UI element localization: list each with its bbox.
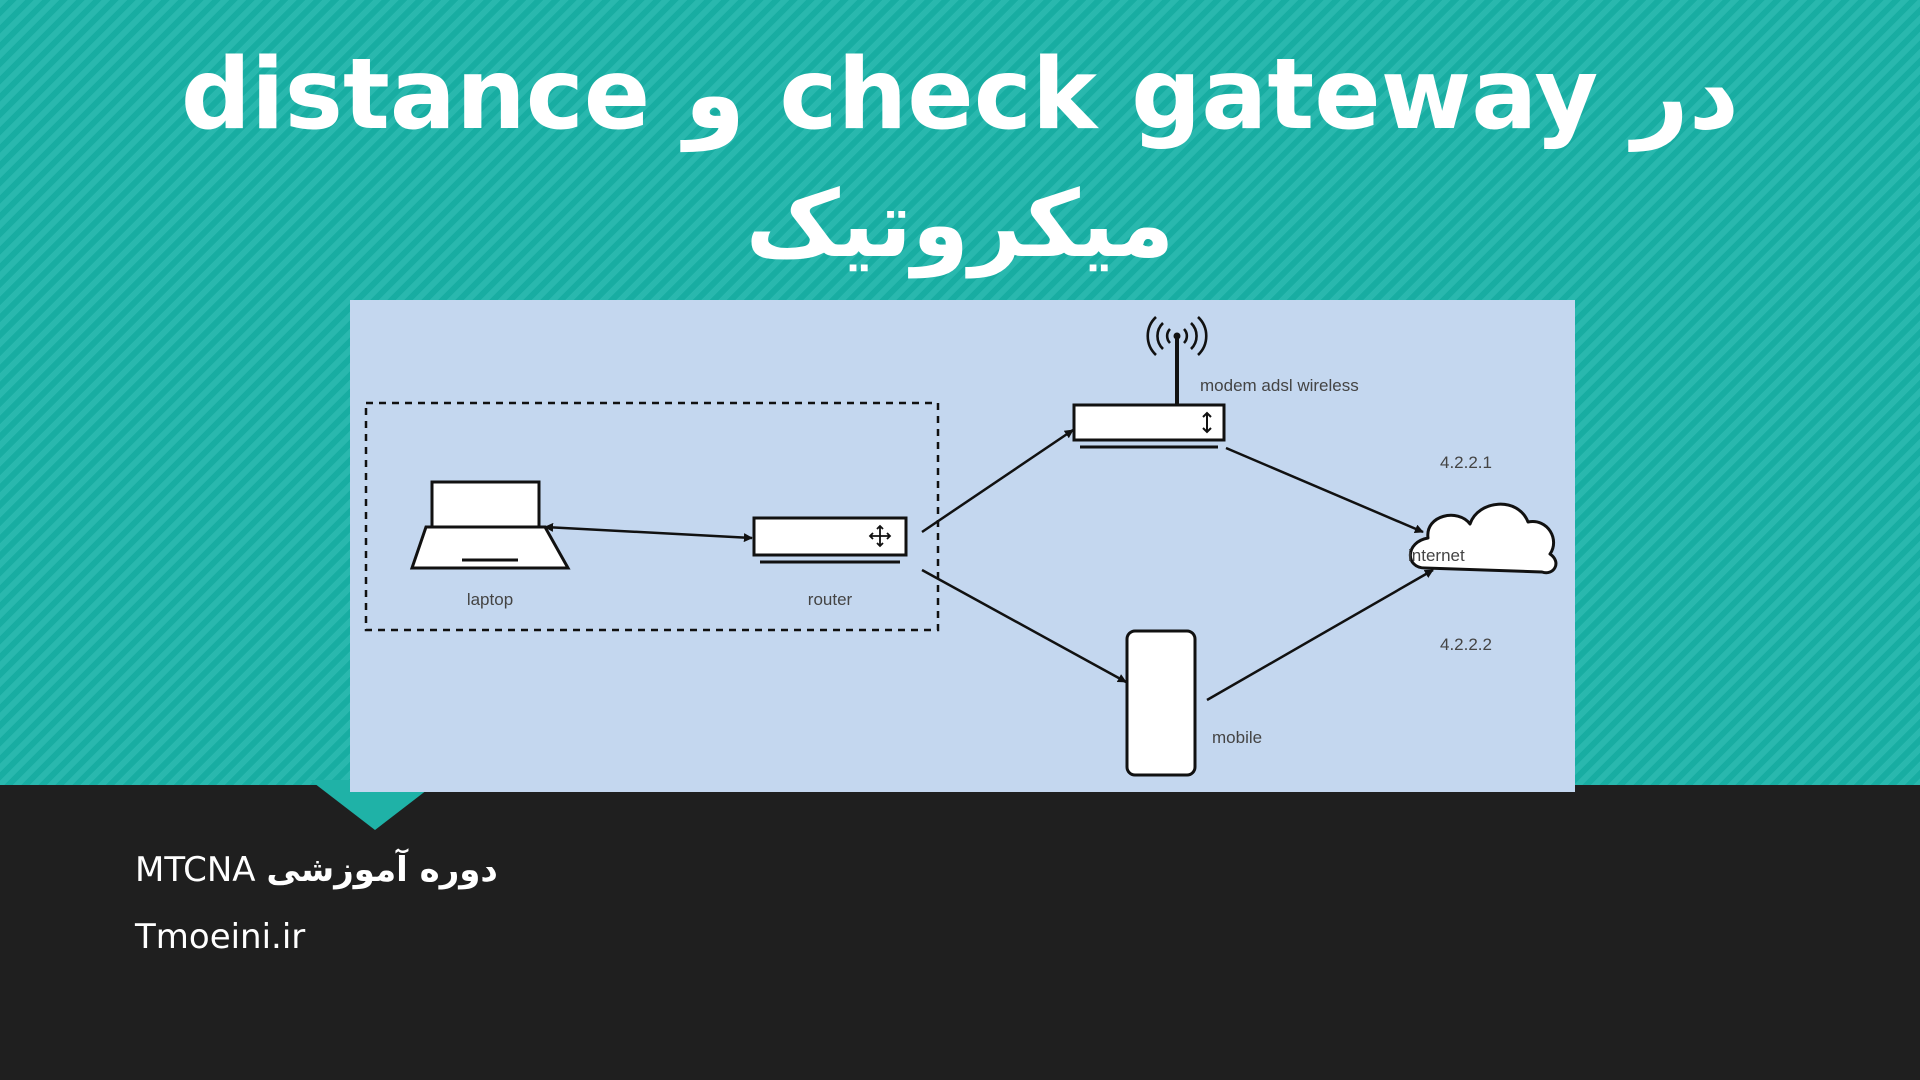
router-icon bbox=[752, 516, 908, 564]
laptop-icon bbox=[409, 480, 571, 570]
cloud-icon bbox=[1408, 502, 1558, 575]
dns-primary-label: 4.2.2.1 bbox=[1440, 453, 1492, 472]
website-label: Tmoeini.ir bbox=[135, 917, 306, 957]
mobile-label: mobile bbox=[1212, 728, 1262, 747]
course-label-en: MTCNA bbox=[135, 850, 256, 890]
router-label: router bbox=[808, 590, 853, 609]
mobile-phone-icon bbox=[1125, 629, 1197, 777]
edge-router-modem bbox=[921, 428, 1074, 534]
modem-label: modem adsl wireless bbox=[1200, 376, 1359, 395]
edge-modem-internet bbox=[1225, 446, 1424, 534]
laptop-label: laptop bbox=[467, 590, 513, 609]
edge-laptop-router bbox=[544, 522, 753, 543]
edge-router-mobile bbox=[921, 568, 1127, 684]
network-diagram-canvas: laptop router modem adsl wireless m bbox=[364, 316, 1558, 777]
network-diagram: laptop router modem adsl wireless m bbox=[350, 300, 1575, 792]
edge-mobile-internet bbox=[1206, 568, 1434, 702]
slide-title-line-1: distance و check gateway در bbox=[180, 38, 1740, 152]
course-label-fa: دوره آموزشی bbox=[266, 850, 498, 890]
local-network-group bbox=[364, 401, 940, 632]
router-arrows-icon bbox=[868, 524, 892, 548]
internet-label: internet bbox=[1408, 546, 1465, 565]
dns-secondary-label: 4.2.2.2 bbox=[1440, 635, 1492, 654]
slide-title-line-2: میکروتیک bbox=[745, 171, 1175, 278]
wireless-modem-icon bbox=[1072, 316, 1226, 449]
course-label: MTCNA دوره آموزشی bbox=[135, 845, 498, 895]
